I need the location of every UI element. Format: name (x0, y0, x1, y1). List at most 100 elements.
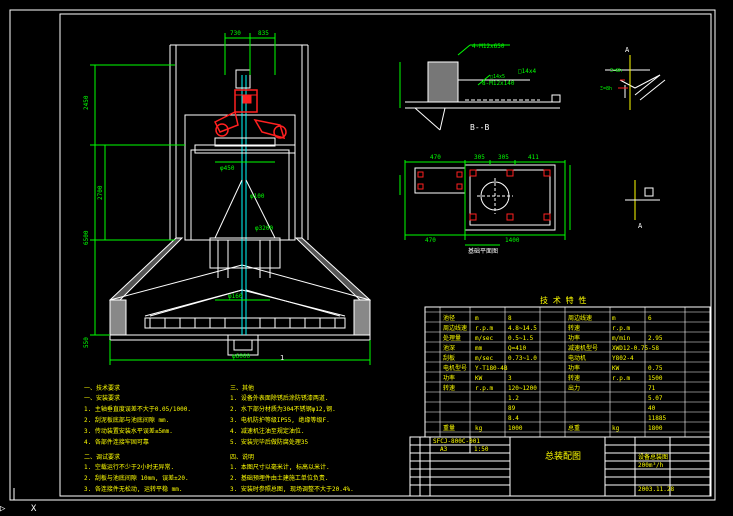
table-cell: m/sec (475, 335, 493, 342)
table-cell: 3 (508, 375, 512, 382)
table-cell: m/min (612, 335, 630, 342)
table-cell: 电动机 (568, 354, 586, 362)
plan-dim-top-4: 411 (528, 154, 539, 161)
dim-left-4: 550 (83, 337, 90, 348)
dim-mid: φ3200 (255, 225, 273, 232)
table-cell: 功率 (568, 364, 580, 372)
table-cell: 1000 (508, 425, 523, 432)
drawing-title: 总装配图 (545, 450, 581, 462)
notes-left-title: 一、技术要求 (84, 384, 120, 392)
notes-left-item: 1. 主轴垂直度误差不大于0.05/1000. (84, 405, 191, 413)
detail-label-3: □14x4 (518, 68, 536, 75)
notes-left-item: 3. 传动装置安装水平误差≤5mm. (84, 427, 173, 435)
table-cell: 5.07 (648, 395, 663, 402)
dimension-lines (90, 33, 371, 365)
notes-right-item: 1. 设备外表面除锈后涂防锈漆两道. (230, 394, 328, 402)
table-cell: 周边线速 (568, 314, 592, 322)
table-cell: XWD12-0.75-58 (612, 345, 659, 352)
dim-bottom: φ6000 (232, 353, 250, 360)
table-cell: kg (475, 425, 483, 432)
table-cell: 转速 (568, 374, 580, 382)
drive-head (213, 69, 287, 140)
table-cell: KW (612, 365, 620, 372)
table-cell: Y-T180-4B (475, 365, 508, 372)
notes-left-sub2: 二、调试要求 (84, 453, 120, 461)
table-cell: 周边线速 (443, 324, 467, 332)
detail-label-1: 4-M12x650 (472, 43, 505, 50)
dim-left-2: 2700 (97, 185, 104, 200)
thickener-tank-section (108, 44, 372, 356)
a-label-top: A (625, 46, 630, 54)
drawing-number: SFCJ-800C-001 (433, 438, 480, 445)
command-line[interactable]: ▷ X (0, 503, 733, 516)
notes-right-item: 3. 安装时参照总图, 现场调整不大于20.4%. (230, 485, 354, 493)
table-cell: 11885 (648, 415, 666, 422)
notes-left-item: 2. 刮泥板底部与池底间隙 mm. (84, 416, 169, 424)
notes-right-item: 1. 本图尺寸以毫米计, 标高以米计. (230, 463, 330, 471)
notes-left-item: 3. 各连接件无松动, 运转平稳 mm. (84, 485, 183, 493)
table-cell: 120~1200 (508, 385, 537, 392)
table-cell: r.p.m (475, 385, 493, 392)
table-cell: m (612, 315, 616, 322)
table-cell: 池径 (443, 314, 455, 322)
table-cell: mm (475, 345, 483, 352)
table-cell: 转速 (568, 324, 580, 332)
table-cell: 刮板 (443, 354, 455, 362)
capacity: 200m³/h (638, 462, 664, 469)
table-cell: 电机型号 (443, 364, 467, 372)
detail-a (605, 55, 666, 110)
table-cell: 71 (648, 385, 656, 392)
table-cell: 重量 (443, 424, 455, 432)
table-cell: 2.95 (648, 335, 663, 342)
scale-a: A3 (440, 446, 448, 453)
plan-dim-top-3: 305 (498, 154, 509, 161)
table-cell: 6 (648, 315, 652, 322)
section-label-bb: B--B (470, 123, 489, 132)
table-cell: 出力 (568, 384, 580, 392)
central-sump (227, 334, 259, 356)
table-cell: 功率 (568, 334, 580, 342)
technical-notes-left: 一、技术要求 一、安装要求 1. 主轴垂直度误差不大于0.05/1000. 2.… (84, 384, 191, 493)
plan-dim-top-1: 470 (430, 154, 441, 161)
table-cell: m/sec (475, 355, 493, 362)
notes-left-item: 2. 刮板与池底间隙 10mm, 误差±20. (84, 474, 189, 482)
table-cell: r.p.m (612, 375, 630, 382)
notes-left-item: 4. 各部件连接牢固可靠 (84, 438, 149, 446)
dim-100: φ100 (250, 193, 265, 200)
notes-right-item: 2. 水下部分材质为304不锈钢φ12,钢. (230, 405, 336, 413)
dim-top-2: 835 (258, 30, 269, 37)
ucs-icon (13, 488, 26, 501)
dim-450: φ450 (220, 165, 235, 172)
notes-right-item: 5. 安装完毕后做防腐处理35 (230, 438, 308, 446)
table-cell: m (475, 315, 479, 322)
section-a-marker (625, 180, 660, 220)
table-cell: Y802-4 (612, 355, 634, 362)
table-cell: 转速 (443, 384, 455, 392)
table-cell: 0.75 (648, 365, 663, 372)
table-cell: 4.8~14.5 (508, 325, 537, 332)
table-cell: 总重 (568, 424, 580, 432)
table-cell: 0.73~1.0 (508, 355, 537, 362)
marker-1: 1 (280, 354, 284, 362)
table-cell: 减速机型号 (568, 344, 598, 352)
title-block (409, 436, 711, 497)
table-cell: 8 (508, 315, 512, 322)
table-cell: KW (475, 375, 483, 382)
notes-left-item: 1. 空载运行不少于2小时无异常. (84, 463, 174, 471)
table-cell: kg (612, 425, 620, 432)
notes-right-title2: 四、说明 (230, 453, 254, 461)
table-cell: 功率 (443, 374, 455, 382)
table-cell: 1500 (648, 375, 663, 382)
table-cell: 89 (508, 405, 516, 412)
notes-right-item: 3. 电机防护等级IP55, 绝缘等级F. (230, 416, 330, 424)
a-label-bottom: A (638, 222, 643, 230)
table-cell: 处理量 (443, 334, 461, 342)
command-input[interactable]: X (30, 504, 37, 514)
table-cell: 1800 (648, 425, 663, 432)
a-dim-1: Ξ=8h (610, 68, 622, 74)
notes-left-sub1: 一、安装要求 (84, 394, 120, 402)
dim-shaft: φ160 (228, 293, 243, 300)
dim-top-1: 730 (230, 30, 241, 37)
table-cell: 1.2 (508, 395, 519, 402)
